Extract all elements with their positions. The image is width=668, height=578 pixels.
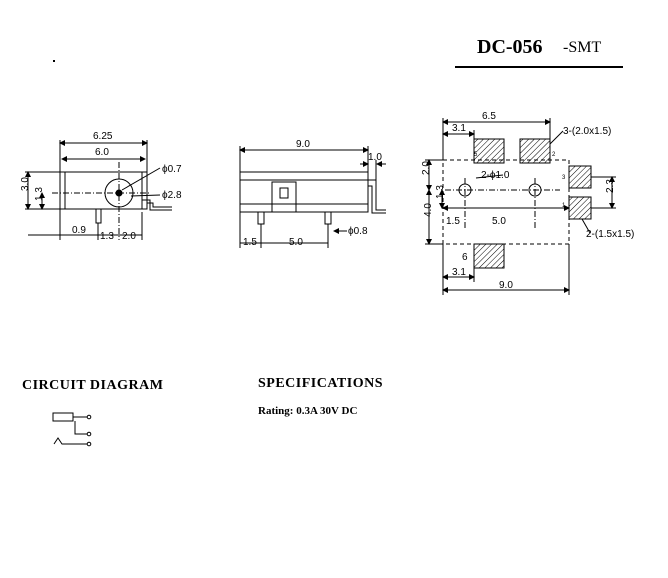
pad-number-5: 5	[474, 152, 478, 158]
specifications-heading: SPECIFICATIONS	[258, 376, 383, 391]
side-terminal	[368, 179, 386, 211]
side-latch	[271, 181, 297, 213]
side-view-labels: 9.0 1.0 1.5 5.0 ϕ0.8	[243, 139, 382, 248]
stray-dot	[53, 60, 55, 62]
dim-fp-holes: 2-ϕ1.0	[481, 170, 510, 181]
dim-fp-pads2: 2-(1.5x1.5)	[586, 229, 634, 240]
footprint-view	[425, 118, 616, 295]
dim-fp-50: 5.0	[492, 216, 506, 227]
pad-1	[568, 196, 592, 220]
dim-fp-b31: 3.1	[452, 267, 466, 278]
dim-front-pin07: ϕ0.7	[162, 164, 182, 175]
dim-side-90: 9.0	[296, 139, 310, 150]
side-latch-window	[279, 187, 289, 199]
circuit-diagram-heading: CIRCUIT DIAGRAM	[22, 378, 164, 393]
side-pin-left	[257, 211, 265, 225]
pad-number-6: 6	[462, 252, 468, 263]
dim-fp-90: 9.0	[499, 280, 513, 291]
pad-number-1: 1	[562, 203, 566, 209]
circuit-terminal	[86, 414, 92, 420]
dim-fp-20: 2.0	[421, 161, 432, 175]
dim-fp-13: 1.3	[435, 185, 446, 199]
side-view	[239, 146, 386, 248]
front-view	[25, 140, 172, 240]
circuit-wire-mid	[74, 421, 87, 435]
dim-front-b13: 1.3	[100, 231, 114, 242]
front-view-labels: 6.25 6.0 3.0 1.3 ϕ0.7 ϕ2.8 0.9 1.3 2.0	[20, 131, 182, 242]
bottom-pin	[95, 208, 102, 224]
dim-fp-pads3: 3-(2.0x1.5)	[563, 126, 611, 137]
dim-front-625: 6.25	[93, 131, 113, 142]
dim-fp-65: 6.5	[482, 111, 496, 122]
leader-pin	[121, 167, 161, 191]
pad-3	[568, 165, 592, 189]
dim-side-pin08: ϕ0.8	[348, 226, 368, 237]
pad-2	[519, 138, 551, 164]
dim-fp-31: 3.1	[452, 123, 466, 134]
circuit-symbol	[52, 412, 92, 447]
model-suffix: -SMT	[563, 39, 602, 56]
leader-holes	[475, 174, 504, 179]
dim-fp-40: 4.0	[423, 203, 434, 217]
drawing-title: DC-056 -SMT	[455, 36, 623, 68]
circuit-switch	[53, 437, 87, 445]
circuit-terminal	[86, 441, 92, 447]
pad-6	[473, 243, 505, 269]
circuit-plug	[52, 412, 74, 422]
side-terminal-inner	[368, 185, 386, 214]
dim-front-30: 3.0	[20, 177, 31, 191]
dim-side-10: 1.0	[368, 152, 382, 163]
model-number: DC-056	[477, 36, 543, 58]
circuit-terminal	[86, 431, 92, 437]
dim-fp-23: 2.3	[605, 179, 616, 193]
pad-5	[473, 138, 505, 164]
side-body-outline	[239, 171, 369, 213]
dim-side-15: 1.5	[243, 237, 257, 248]
dim-fp-15: 1.5	[446, 216, 460, 227]
pad-number-3: 3	[562, 175, 566, 181]
dim-side-50: 5.0	[289, 237, 303, 248]
leader-barrel	[130, 194, 161, 197]
dim-front-13: 1.3	[34, 187, 45, 201]
leader-pads2	[581, 218, 591, 234]
front-body-outline	[59, 171, 148, 210]
dim-front-09: 0.9	[72, 225, 86, 236]
side-terminal	[142, 199, 172, 211]
rating-text: Rating: 0.3A 30V DC	[258, 405, 358, 417]
footprint-labels: 6.5 3.1 3-(2.0x1.5) 2.0 2-ϕ1.0 1.3 4.0 2…	[421, 111, 634, 291]
dim-front-60: 6.0	[95, 147, 109, 158]
dim-front-b20: 2.0	[122, 231, 136, 242]
side-terminal-inner	[147, 202, 172, 208]
dim-front-d28: ϕ2.8	[162, 190, 182, 201]
side-pin-right	[324, 211, 332, 225]
pad-number-2: 2	[552, 152, 556, 158]
leader-pads3	[549, 130, 564, 145]
